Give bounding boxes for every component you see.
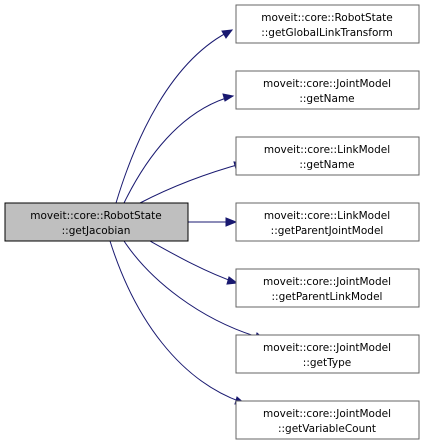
- node-label-line2: ::getParentJointModel: [271, 225, 384, 237]
- edge-to-getvariablecount: [109, 240, 247, 405]
- node-label-line2: ::getParentLinkModel: [272, 291, 383, 303]
- edge-to-getparentlinkmodel: [149, 240, 239, 285]
- node-label-line1: moveit::core::LinkModel: [264, 144, 390, 156]
- node-label-line2: ::getGlobalLinkTransform: [261, 27, 393, 39]
- node-robotstate-getjacobian[interactable]: moveit::core::RobotState ::getJacobian: [4, 202, 189, 242]
- node-label-line2: ::getType: [303, 357, 351, 369]
- edge-to-getglobaltransform: [115, 29, 234, 204]
- node-label-line1: moveit::core::JointModel: [263, 342, 391, 354]
- node-label-line2: ::getName: [299, 93, 354, 105]
- node-label-line1: moveit::core::LinkModel: [264, 210, 390, 222]
- edge-to-joint-getname: [123, 93, 235, 204]
- node-label-line1: moveit::core::RobotState: [30, 210, 162, 222]
- edge-to-getparentjointmodel: [188, 217, 238, 227]
- edge-to-link-getname: [139, 161, 246, 204]
- node-jointmodel-getname[interactable]: moveit::core::JointModel ::getName: [235, 70, 420, 110]
- node-label-line2: ::getVariableCount: [278, 423, 376, 435]
- node-label-line1: moveit::core::JointModel: [263, 78, 391, 90]
- node-jointmodel-gettype[interactable]: moveit::core::JointModel ::getType: [235, 334, 420, 374]
- node-linkmodel-getname[interactable]: moveit::core::LinkModel ::getName: [235, 136, 420, 176]
- node-jointmodel-getvariablecount[interactable]: moveit::core::JointModel ::getVariableCo…: [235, 400, 420, 440]
- node-label-line1: moveit::core::RobotState: [261, 12, 393, 24]
- node-label-line2: ::getJacobian: [62, 225, 131, 237]
- node-label-line2: ::getName: [299, 159, 354, 171]
- node-linkmodel-getparentjointmodel[interactable]: moveit::core::LinkModel ::getParentJoint…: [235, 202, 420, 242]
- node-label-line1: moveit::core::JointModel: [263, 276, 391, 288]
- node-label-line1: moveit::core::JointModel: [263, 408, 391, 420]
- node-jointmodel-getparentlinkmodel[interactable]: moveit::core::JointModel ::getParentLink…: [235, 268, 420, 308]
- node-robotstate-getgloballinktransform[interactable]: moveit::core::RobotState ::getGlobalLink…: [235, 4, 420, 44]
